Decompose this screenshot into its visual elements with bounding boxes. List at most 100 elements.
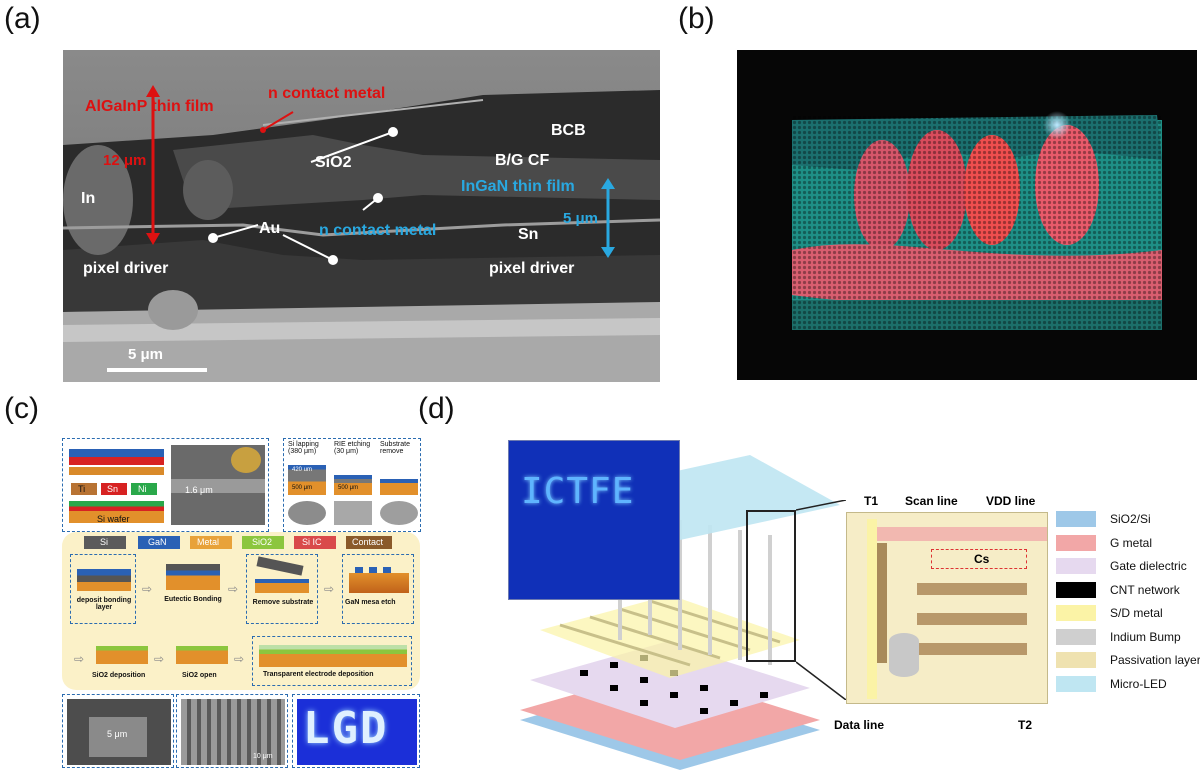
label-au: Au bbox=[259, 220, 281, 237]
label-pixel-driver-right: pixel driver bbox=[489, 260, 575, 277]
si-layer-bar bbox=[69, 467, 164, 475]
thickness-label: 1.6 μm bbox=[185, 485, 213, 495]
legend-label: G metal bbox=[1110, 535, 1153, 550]
um420-label: 420 um bbox=[292, 467, 313, 473]
label-ingan: InGaN thin film bbox=[461, 178, 575, 195]
mesa-3 bbox=[383, 567, 391, 573]
gan-layer-bar bbox=[69, 449, 164, 465]
sem-inset: 1.6 μm bbox=[171, 445, 265, 525]
data-line-label: Data line bbox=[834, 718, 885, 732]
legend-label: Gate dielectric bbox=[1110, 559, 1187, 573]
label-bg-cf: B/G CF bbox=[495, 152, 550, 169]
lgd-text: LGD bbox=[303, 703, 389, 754]
legend-label: Micro-LED bbox=[1110, 676, 1167, 691]
panel-label-d: (d) bbox=[418, 392, 455, 425]
step-6-label: SiO2 open bbox=[182, 672, 217, 679]
step-3-box: Remove substrate bbox=[246, 554, 318, 624]
t2-label: T2 bbox=[1018, 718, 1033, 732]
step-3-label: Remove substrate bbox=[252, 599, 314, 606]
data-line-bar bbox=[867, 519, 877, 699]
legend-swatch bbox=[1056, 628, 1096, 645]
sem-array-box: 10 μm bbox=[176, 694, 288, 768]
legend-swatch bbox=[1056, 675, 1096, 692]
label-bcb: BCB bbox=[551, 122, 586, 139]
ictfe-display-photo: ICTFE bbox=[508, 440, 680, 600]
label-n-contact-top: n contact metal bbox=[268, 85, 386, 102]
legend-swatch bbox=[1056, 534, 1096, 551]
si-lapping-box: Si lapping (380 μm) RIE etching (30 μm) … bbox=[283, 438, 421, 532]
step-4-stack bbox=[349, 573, 409, 593]
arrow-3: ⇨ bbox=[324, 582, 335, 596]
step-7-label: Transparent electrode deposition bbox=[263, 671, 374, 678]
ictfe-text: ICTFE bbox=[521, 471, 635, 512]
legend-si-chip bbox=[84, 536, 126, 549]
indium-bump bbox=[889, 633, 919, 677]
um500a-label: 500 μm bbox=[292, 485, 313, 491]
label-12um: 12 μm bbox=[103, 152, 147, 169]
legend-contact-chip bbox=[346, 536, 392, 549]
step-7-box: Transparent electrode deposition bbox=[252, 636, 412, 686]
panel-label-c: (c) bbox=[4, 392, 39, 425]
zoom-lines bbox=[796, 500, 846, 700]
step-6-box: SiO2 open bbox=[172, 636, 232, 686]
si-wafer-bar bbox=[69, 501, 164, 523]
pixel-circuit-zoom bbox=[846, 512, 1048, 704]
legend-swatch bbox=[1056, 558, 1096, 574]
legend-sio2: SiO2 bbox=[252, 537, 273, 547]
legend-item: SiO2/Si bbox=[1056, 508, 1151, 530]
arrow-5: ⇨ bbox=[154, 652, 165, 666]
step-2-stack bbox=[166, 564, 220, 590]
legend-contact: Contact bbox=[352, 537, 384, 547]
um500b-label: 500 μm bbox=[338, 485, 359, 491]
legend-si: Si bbox=[100, 537, 109, 547]
stack-2 bbox=[334, 475, 372, 495]
legend-swatch bbox=[1056, 652, 1096, 668]
lgd-display-box: LGD bbox=[292, 694, 420, 768]
si-wafer-label: Si wafer bbox=[97, 514, 130, 524]
label-pixel-driver-left: pixel driver bbox=[83, 260, 169, 277]
vdd-line-label: VDD line bbox=[986, 494, 1036, 508]
mesa-shape bbox=[89, 717, 147, 757]
scale-bar-label: 5 μm bbox=[128, 346, 164, 363]
wafer-photo-2 bbox=[334, 501, 372, 525]
wafer-photo-1 bbox=[288, 501, 326, 525]
microdisplay-photo bbox=[737, 50, 1197, 380]
legend-item: Micro-LED bbox=[1056, 673, 1167, 695]
legend-label: SiO2/Si bbox=[1110, 512, 1151, 526]
lgd-display: LGD bbox=[297, 699, 417, 765]
legend-metal: Metal bbox=[197, 537, 220, 547]
legend-swatch bbox=[1056, 605, 1096, 621]
step-1-stack bbox=[77, 569, 131, 591]
scale-bar bbox=[107, 368, 207, 372]
ni-label: Ni bbox=[138, 484, 147, 494]
legend-label: Passivation layer bbox=[1110, 653, 1200, 667]
sn-label: Sn bbox=[107, 484, 119, 494]
panel-label-a: (a) bbox=[4, 2, 41, 35]
gan-on-si-label: GaN on Silicon bbox=[77, 442, 131, 451]
scan-line-label: Scan line bbox=[905, 494, 958, 508]
step-3-substrate bbox=[256, 556, 304, 576]
process-steps-region: Si GaN Metal SiO2 Si IC Contact deposit … bbox=[62, 532, 420, 690]
layer-stack-diagram bbox=[520, 455, 840, 770]
legend-item: S/D metal bbox=[1056, 602, 1163, 624]
arrow-4: ⇨ bbox=[74, 652, 85, 666]
step-3-stack bbox=[255, 579, 309, 593]
label-algainp: AlGaInP thin film bbox=[85, 98, 214, 115]
legend-sio2-chip bbox=[242, 536, 284, 549]
step-2-box: Eutectic Bonding bbox=[160, 554, 226, 624]
process-flow-figure: GaN on Silicon Ti Sn Ni Si wafer 1.6 μm … bbox=[62, 432, 422, 770]
wafer-photo-3 bbox=[380, 501, 418, 525]
legend-item: Passivation layer bbox=[1056, 649, 1200, 671]
sem-cross-section: AlGaInP thin film n contact metal 12 μm … bbox=[63, 50, 660, 382]
legend-metal-chip bbox=[190, 536, 232, 549]
step-7-stack bbox=[259, 645, 407, 667]
substrate-remove-label: Substrate remove bbox=[380, 441, 410, 455]
t1-label: T1 bbox=[864, 494, 879, 508]
zoom-rect bbox=[746, 510, 796, 662]
step-5-label: SiO2 deposition bbox=[92, 672, 146, 679]
sn-chip bbox=[101, 483, 127, 495]
label-n-contact-bottom: n contact metal bbox=[319, 222, 437, 239]
legend-gan-chip bbox=[138, 536, 180, 549]
si-lapping-label: Si lapping (380 μm) bbox=[288, 441, 319, 455]
